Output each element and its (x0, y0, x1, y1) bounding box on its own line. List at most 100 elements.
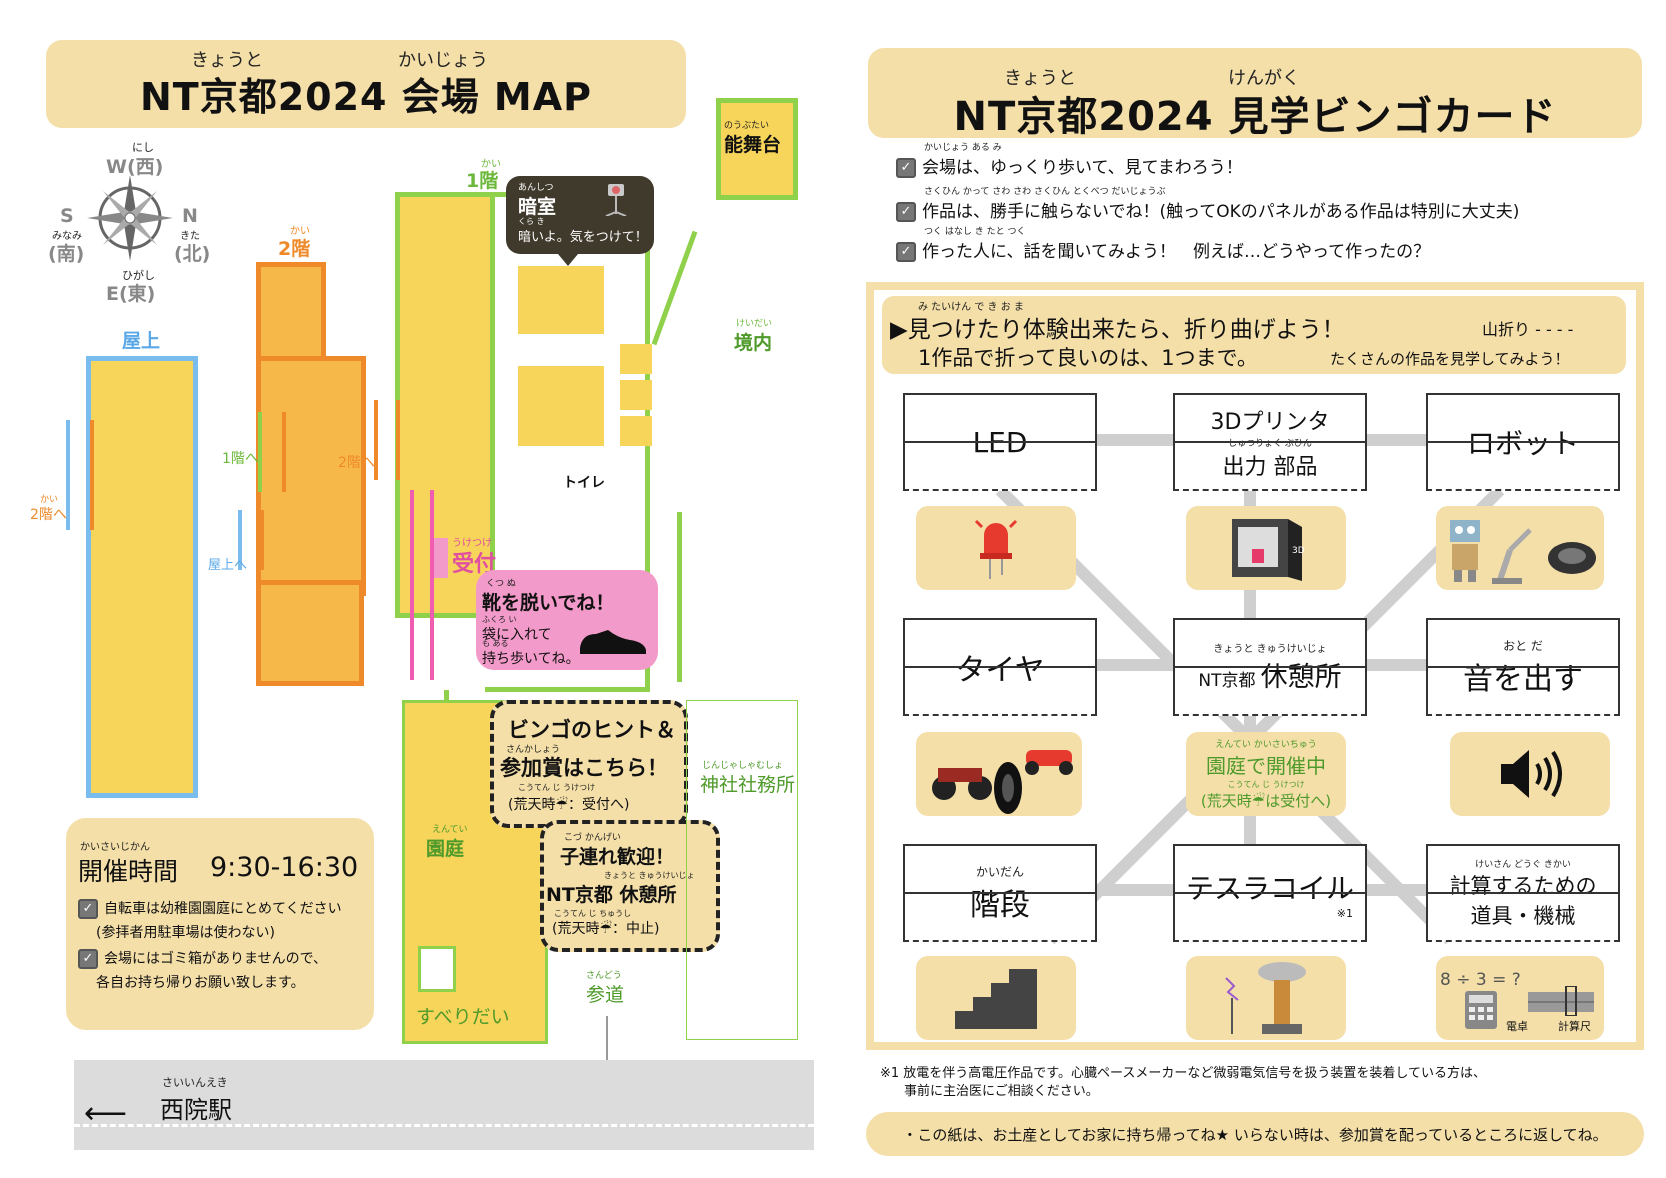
kids-line1-ruby: こづ かんげい (564, 833, 621, 843)
approach-arrow (606, 1016, 608, 1076)
noh-ruby: のうぶたい (724, 121, 770, 131)
cell-ruby: かいだん (975, 864, 1024, 879)
check-icon: ✓ (896, 202, 916, 222)
rule-3-ruby: つく はなし き たと つく (924, 227, 1026, 237)
bingo-title-ruby-kengaku: けんがく (1228, 68, 1300, 89)
bingo-cell-led[interactable]: LED (903, 393, 1097, 491)
map-title-banner: きょうと かいじょう NT京都2024 会場 MAP (46, 40, 686, 128)
rooftop-stair-arrow (66, 420, 94, 530)
hours-note1: ✓自転車は幼稚園園庭にとめてください (78, 898, 342, 919)
compass-south-kanji: (南) (48, 243, 85, 265)
noh-stage (716, 98, 798, 200)
garden-label: 園庭 (426, 838, 465, 860)
compass-south-ruby: みなみ (52, 231, 82, 242)
center-note2-ruby: こうてん じ うけつけ (1227, 780, 1305, 789)
floor2-label: 2階 (278, 238, 311, 260)
shrine-label: 神社社務所 (700, 774, 796, 796)
rooftop-stair (238, 510, 264, 570)
led-icon (974, 519, 1018, 579)
slide-box (418, 946, 456, 992)
floor1-wing-1 (518, 266, 604, 334)
hint-line3: (荒天時☔：受付へ) (508, 797, 630, 813)
rooftop-label: 屋上 (122, 330, 161, 352)
shoes-line3-ruby: も ある (482, 639, 509, 648)
station-arrow: ⟵ (84, 1096, 128, 1131)
check-icon: ✓ (78, 949, 98, 969)
road (74, 1060, 814, 1150)
rule-2-ruby: さくひん かって さわ さわ さくひん とくべつ だいじょうぶ (924, 187, 1166, 197)
shoes-line1: 靴を脱いでね！ (482, 592, 615, 614)
hours-note2a: 会場にはゴミ箱がありませんので、 (104, 951, 328, 967)
cell-label: テスラコイル (1185, 871, 1354, 905)
compass-west: W(西) (106, 156, 164, 178)
hint-line1: ビンゴのヒント＆ (508, 718, 676, 742)
footnote-1: ※1 放電を伴う高電圧作品です。心臓ペースメーカーなど微弱電気信号を扱う装置を装… (880, 1066, 1486, 1081)
stairs-icon (955, 969, 1037, 1029)
to-1f: 1階へ (222, 451, 259, 467)
check-icon: ✓ (896, 242, 916, 262)
entrance-arrow (410, 490, 434, 680)
bingo-cell-rest-area[interactable]: きょうと きゅうけいじょ NT京都 休憩所 (1173, 618, 1367, 716)
bingo-cell-stairs[interactable]: かいだん 階段 (903, 844, 1097, 942)
precinct-label: 境内 (734, 332, 773, 354)
precinct-ruby: けいだい (736, 319, 773, 329)
floor2-building-top (256, 262, 326, 370)
hint-line2-ruby: さんかしょう (506, 745, 561, 755)
station-ruby: さいいんえき (162, 1076, 228, 1089)
reception-marker (434, 538, 448, 578)
to-2f-left-ruby: かい (40, 495, 59, 505)
cell-pre: NT京都 (1198, 671, 1256, 691)
noh-label: 能舞台 (724, 134, 782, 156)
center-note1-ruby: えんてい かいさいちゅう (1215, 740, 1317, 750)
floor1-small-2 (620, 380, 652, 410)
hint-callout: ビンゴのヒント＆ さんかしょう 参加賞はこちら！ こうてん じ うけつけ (荒天… (490, 700, 688, 828)
rule-2-text: 作品は、勝手に触らないでね！(触ってOKのパネルがある作品は特別に大丈夫) (922, 202, 1520, 222)
floor1-stair (374, 400, 400, 480)
to-2f-left: 2階へ (30, 507, 67, 523)
reception-ruby: うけつけ (452, 538, 492, 549)
calculator-icon (1465, 991, 1497, 1029)
cell-label: ロボット (1466, 427, 1579, 460)
approach-ruby: さんどう (586, 971, 622, 981)
hours-note1a: 自転車は幼稚園園庭にとめてください (104, 901, 342, 917)
hours-time: 9:30-16:30 (210, 852, 359, 883)
kids-line3-ruby: こうてん じ ちゅうし (554, 909, 632, 918)
bingo-cell-calculation[interactable]: けいさん どうぐ きかい 計算するための 道具・機械 (1426, 844, 1620, 942)
darkroom-title-ruby: あんしつ (518, 183, 554, 193)
bingo-cell-sound[interactable]: おと だ 音を出す (1426, 618, 1620, 716)
cell-note: ※1 (1336, 906, 1353, 920)
rooftop-building (86, 356, 198, 798)
center-note1: 園庭で開催中 (1206, 754, 1326, 778)
darkroom-callout-tail (558, 254, 578, 266)
bottom-banner: ・この紙は、お土産としてお家に持ち帰ってね★ いらない時は、参加賞を配っていると… (866, 1112, 1644, 1156)
floor1-small-1 (620, 344, 652, 374)
shrine-ruby: じんじゃしゃむしょ (702, 761, 784, 771)
stairs-tile (916, 956, 1076, 1040)
map-title-ruby-kyoto: きょうと (191, 50, 263, 71)
bingo-cell-3d-printer[interactable]: 3Dプリンタ しゅつりょく ぶひん 出力 部品 (1173, 393, 1367, 491)
path-arrow-right (677, 512, 682, 682)
bingo-cell-tire[interactable]: タイヤ (903, 618, 1097, 716)
hint-line2: 参加賞はこちら！ (500, 756, 668, 780)
darkroom-body-ruby: くら き (518, 217, 545, 226)
cell-label: 音を出す (1463, 661, 1583, 697)
hours-note2: ✓ 会場にはゴミ箱がありませんので、 (78, 948, 327, 969)
rule-2: さくひん かって さわ さわ さくひん とくべつ だいじょうぶ ✓ 作品は、勝手に… (896, 184, 1646, 222)
shrine-office (686, 700, 798, 1040)
speaker-icon (1501, 750, 1562, 798)
bingo-cell-tesla-coil[interactable]: テスラコイル ※1 (1173, 844, 1367, 942)
map-title-ruby-kaijo: かいじょう (398, 50, 488, 71)
robot-tile (1436, 506, 1604, 590)
compass: にし W(西) S みなみ (南) N きた (北) ひがし E(東) (40, 135, 220, 305)
path-arrow-up (651, 230, 698, 346)
floor1-wing-2 (518, 366, 604, 446)
compass-south: S (60, 205, 74, 227)
hours-note1b: (参拝者用駐車場は使わない) (96, 925, 275, 941)
tesla-coil-tile (1186, 956, 1346, 1040)
road-line (74, 1124, 814, 1127)
floor2-stair (258, 412, 286, 492)
cell-sub: 道具・機械 (1470, 903, 1576, 928)
bingo-cell-robot[interactable]: ロボット (1426, 393, 1620, 491)
cell-label: 計算するための (1449, 873, 1597, 898)
cell-label: 階段 (970, 887, 1030, 923)
